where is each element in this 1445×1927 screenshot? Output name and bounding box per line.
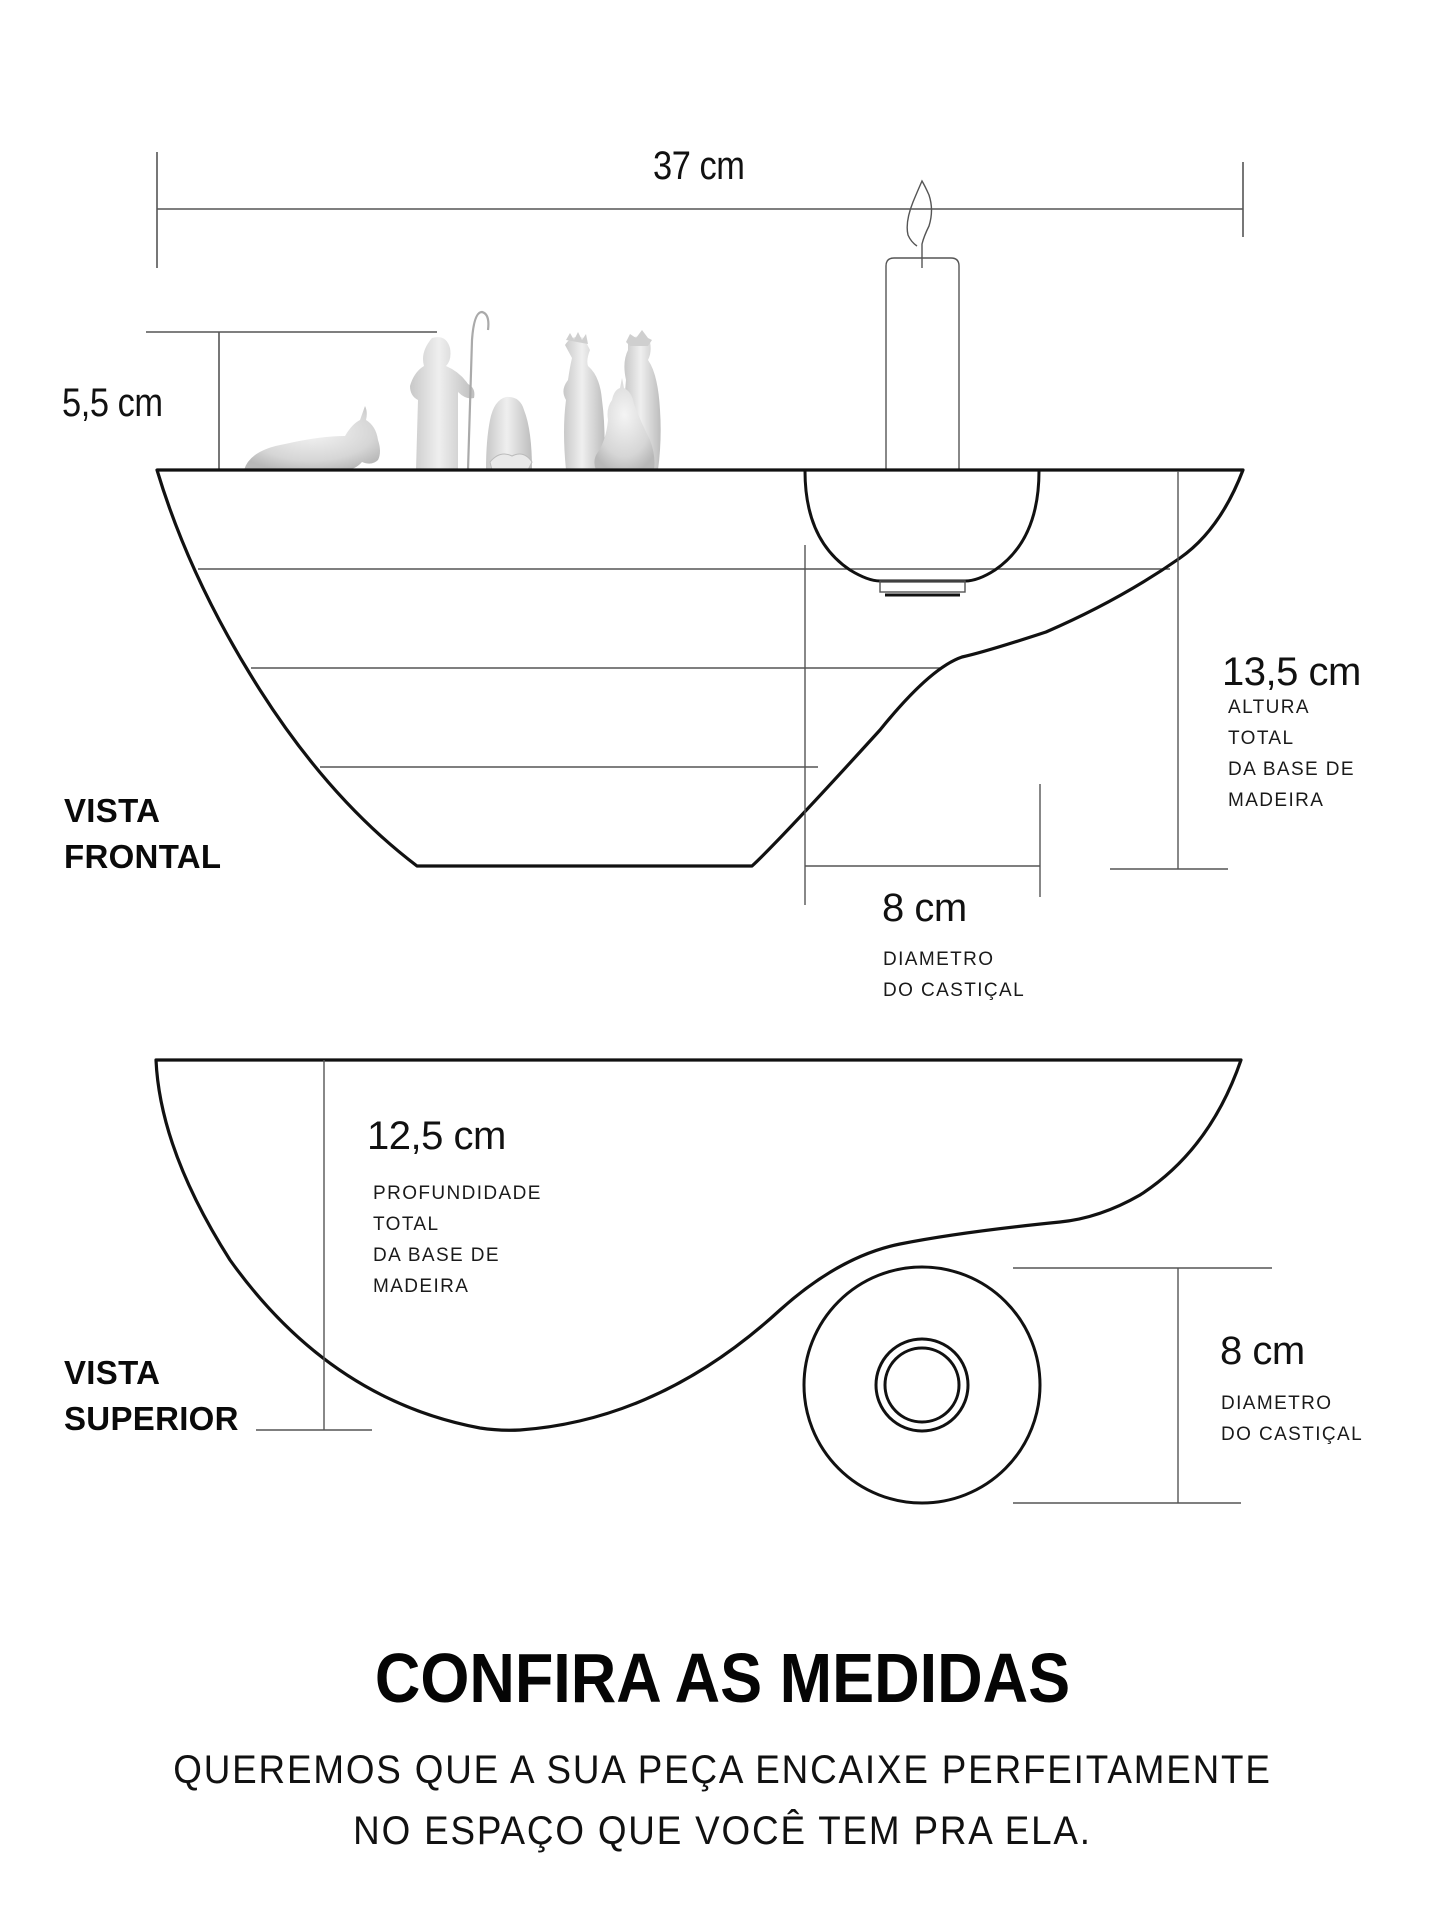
figurine-height-label: 5,5 cm: [62, 381, 163, 425]
width-dimension-lines: [156, 152, 1244, 268]
front-view-label-line1: VISTA: [64, 792, 161, 829]
depth-caption-line: MADEIRA: [373, 1276, 470, 1297]
nativity-figurines-icon: [244, 310, 661, 471]
height-caption: ALTURA TOTAL DA BASE DE MADEIRA: [1228, 692, 1355, 816]
height-caption-line: MADEIRA: [1228, 790, 1325, 811]
top-view-base-outline: [154, 1058, 1243, 1432]
depth-dimension-label: 12,5 cm: [367, 1114, 506, 1158]
candle-icon: [885, 179, 960, 470]
front-candleholder-caption-line: DO CASTIÇAL: [883, 980, 1026, 1001]
height-caption-line: TOTAL: [1228, 728, 1295, 749]
height-caption-line: DA BASE DE: [1228, 759, 1355, 780]
depth-caption: PROFUNDIDADE TOTAL DA BASE DE MADEIRA: [373, 1178, 542, 1302]
subtitle-line2: NO ESPAÇO QUE VOCÊ TEM PRA ELA.: [353, 1809, 1092, 1853]
candleholder-ring-icon: [802, 1265, 1042, 1505]
height-caption-line: ALTURA: [1228, 697, 1310, 718]
front-candleholder-caption: DIAMETRO DO CASTIÇAL: [883, 944, 1025, 1006]
figurine-height-dimension-lines: [146, 331, 437, 470]
front-view-base-outline: [155, 468, 1245, 868]
top-view-label-line2: SUPERIOR: [64, 1400, 239, 1437]
front-candleholder-caption-line: DIAMETRO: [883, 949, 995, 970]
top-view-label-line1: VISTA: [64, 1354, 161, 1391]
depth-dimension-lines: [256, 1060, 372, 1431]
height-dimension-lines: [1110, 471, 1228, 870]
depth-caption-line: PROFUNDIDADE: [373, 1183, 542, 1204]
page-subtitle: QUEREMOS QUE A SUA PEÇA ENCAIXE PERFEITA…: [58, 1740, 1387, 1862]
top-candleholder-caption-line: DIAMETRO: [1221, 1393, 1333, 1414]
front-candleholder-dimension-lines: [804, 545, 1041, 905]
top-candleholder-caption-line: DO CASTIÇAL: [1221, 1424, 1364, 1445]
front-view-label-line2: FRONTAL: [64, 838, 222, 875]
depth-caption-line: DA BASE DE: [373, 1245, 500, 1266]
page-title: CONFIRA AS MEDIDAS: [374, 1639, 1071, 1717]
height-dimension-label: 13,5 cm: [1222, 650, 1361, 694]
width-dimension-label: 37 cm: [653, 144, 745, 188]
front-view-guide-lines: [198, 568, 1170, 768]
top-candleholder-caption: DIAMETRO DO CASTIÇAL: [1221, 1388, 1363, 1450]
top-candleholder-dimension-lines: [1013, 1267, 1272, 1504]
depth-caption-line: TOTAL: [373, 1214, 440, 1235]
top-view-label: VISTA SUPERIOR: [64, 1350, 239, 1442]
subtitle-line1: QUEREMOS QUE A SUA PEÇA ENCAIXE PERFEITA…: [173, 1748, 1272, 1792]
top-candleholder-dimension-label: 8 cm: [1220, 1329, 1305, 1373]
front-candleholder: [803, 470, 1041, 597]
front-candleholder-dimension-label: 8 cm: [882, 886, 967, 930]
front-view-label: VISTA FRONTAL: [64, 788, 221, 880]
